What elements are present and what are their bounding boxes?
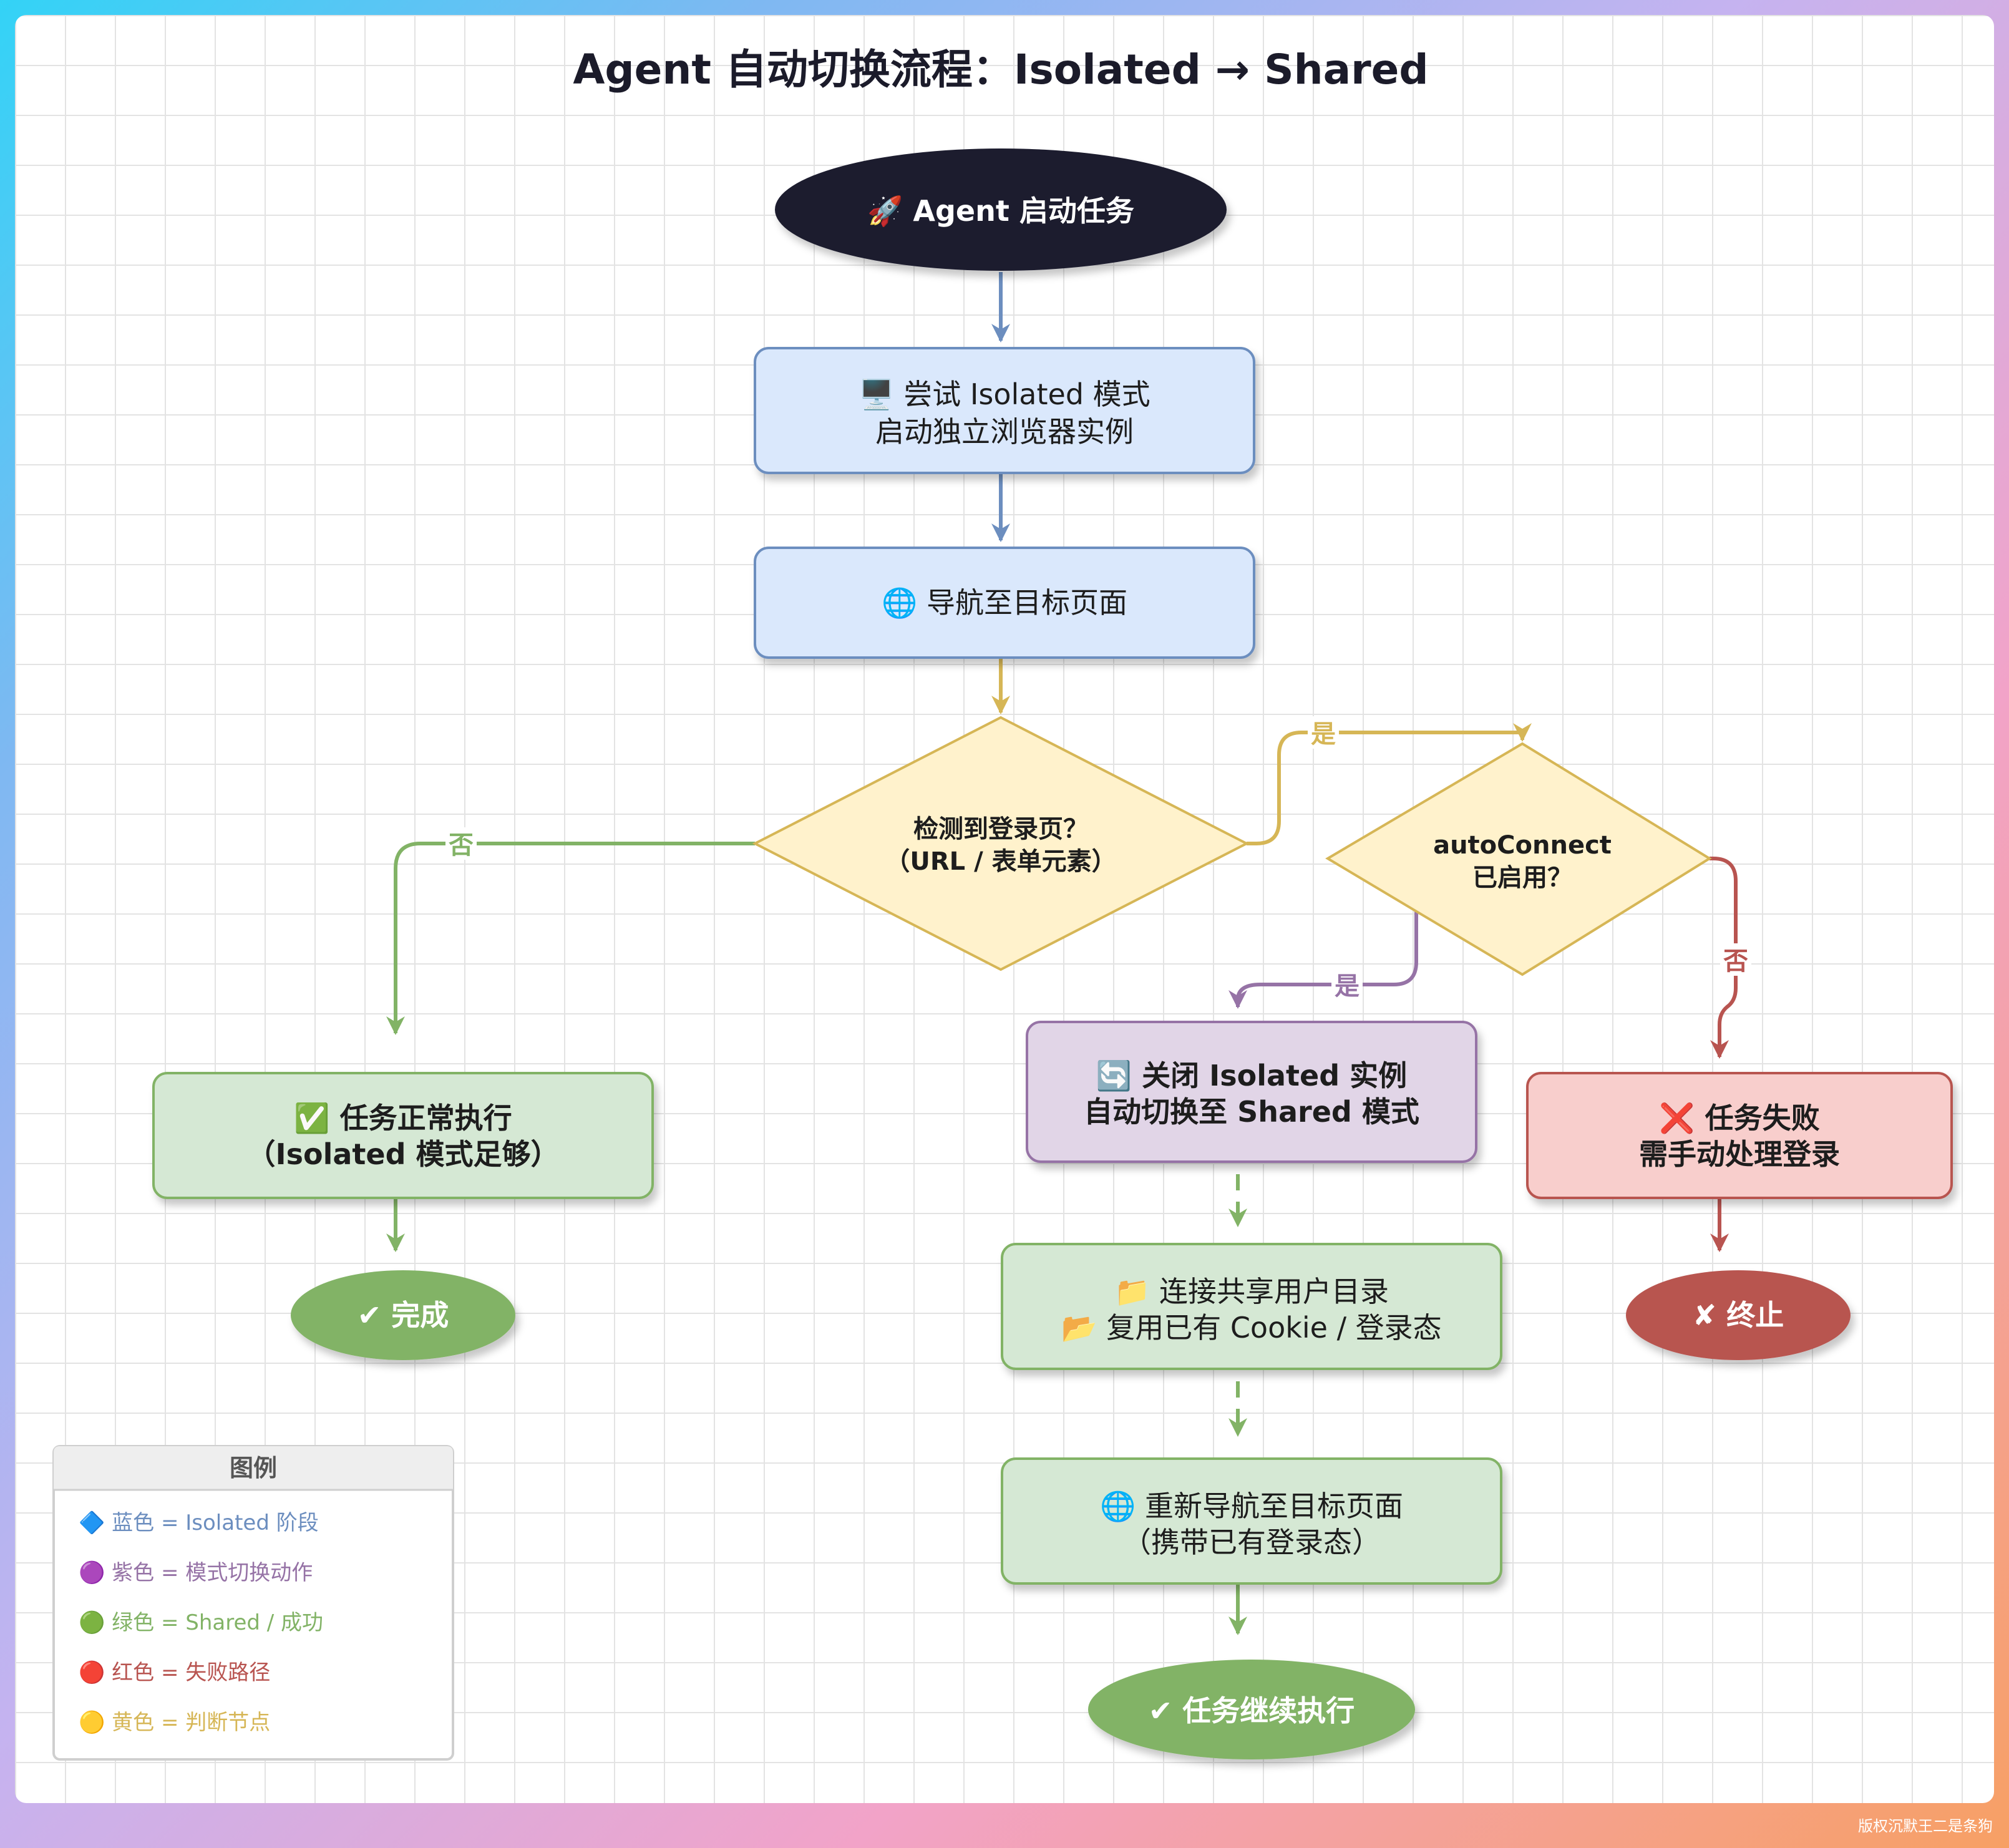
legend-item-yellow: 🟡 黄色 = 判断节点 [79,1710,270,1735]
task-fail-node: ❌ 任务失败 需手动处理登录 [1526,1072,1953,1199]
edge-auto-no [1710,857,1738,1059]
edge-label-detect-no: 否 [449,831,474,860]
edge-label-detect-yes: 是 [1311,720,1336,749]
detect-login-line2: （URL / 表单元素） [885,847,1116,876]
normal-exec-line2: （Isolated 模式足够） [246,1137,559,1171]
diagram-canvas: Agent 自动切换流程：Isolated → Shared 否 是 是 否 🚀… [15,15,1994,1803]
edge-detect-no [386,842,755,1035]
legend-item-purple: 🟣 紫色 = 模式切换动作 [79,1560,313,1585]
autoconnect-line2: 已启用？ [1472,863,1572,892]
switch-shared-line2: 自动切换至 Shared 模式 [1084,1095,1419,1129]
edge-auto-yes [1228,901,1418,1009]
legend-item-blue: 🔷 蓝色 = Isolated 阶段 [79,1510,319,1535]
navigate-node: 🌐 导航至目标页面 [754,547,1255,659]
start-label: 🚀 Agent 启动任务 [867,194,1134,228]
task-fail-line1: ❌ 任务失败 [1659,1101,1819,1136]
try-isolated-line2: 启动独立浏览器实例 [875,415,1134,449]
switch-shared-line1: 🔄 关闭 Isolated 实例 [1096,1059,1407,1092]
normal-exec-node: ✅ 任务正常执行 （Isolated 模式足够） [152,1072,654,1199]
edge-label-auto-yes: 是 [1335,972,1360,1001]
detect-login-line1: 检测到登录页？ [913,815,1088,844]
continue-label: ✔ 任务继续执行 [1149,1694,1355,1728]
detect-login-node: 检测到登录页？ （URL / 表单元素） [752,716,1250,971]
autoconnect-node: autoConnect 已启用？ [1325,742,1712,976]
renavigate-node: 🌐 重新导航至目标页面 （携带已有登录态） [1001,1457,1502,1585]
watermark: 版权沉默王二是条狗 [1858,1817,1993,1835]
renavigate-line1: 🌐 重新导航至目标页面 [1100,1489,1403,1523]
flowchart: Agent 自动切换流程：Isolated → Shared 否 是 是 否 🚀… [52,46,1953,1761]
done-node: ✔ 完成 [291,1270,515,1360]
connect-dir-node: 📁 连接共享用户目录 📂 复用已有 Cookie / 登录态 [1001,1243,1502,1370]
legend: 图例 🔷 蓝色 = Isolated 阶段 🟣 紫色 = 模式切换动作 🟢 绿色… [52,1445,454,1761]
autoconnect-line1: autoConnect [1433,831,1612,860]
task-fail-line2: 需手动处理登录 [1639,1137,1840,1171]
edge-label-auto-no: 否 [1723,947,1748,976]
terminate-node: ✘ 终止 [1626,1270,1851,1360]
connect-dir-line1: 📁 连接共享用户目录 [1114,1275,1389,1308]
edge-detect-yes [1247,723,1532,845]
legend-title: 图例 [230,1454,277,1482]
connect-dir-line2: 📂 复用已有 Cookie / 登录态 [1061,1311,1441,1345]
legend-item-red: 🔴 红色 = 失败路径 [79,1660,270,1685]
continue-node: ✔ 任务继续执行 [1088,1660,1415,1759]
try-isolated-line1: 🖥️ 尝试 Isolated 模式 [859,377,1150,411]
switch-shared-node: 🔄 关闭 Isolated 实例 自动切换至 Shared 模式 [1026,1021,1477,1163]
legend-item-green: 🟢 绿色 = Shared / 成功 [79,1610,323,1635]
terminate-label: ✘ 终止 [1693,1298,1784,1332]
navigate-label: 🌐 导航至目标页面 [882,586,1127,620]
renavigate-line2: （携带已有登录态） [1122,1525,1381,1559]
edge-labels: 否 是 是 否 [445,716,1751,1001]
try-isolated-node: 🖥️ 尝试 Isolated 模式 启动独立浏览器实例 [754,347,1255,474]
normal-exec-line1: ✅ 任务正常执行 [294,1101,512,1135]
start-node: 🚀 Agent 启动任务 [775,148,1227,271]
done-label: ✔ 完成 [358,1298,449,1332]
page-title: Agent 自动切换流程：Isolated → Shared [573,46,1428,94]
